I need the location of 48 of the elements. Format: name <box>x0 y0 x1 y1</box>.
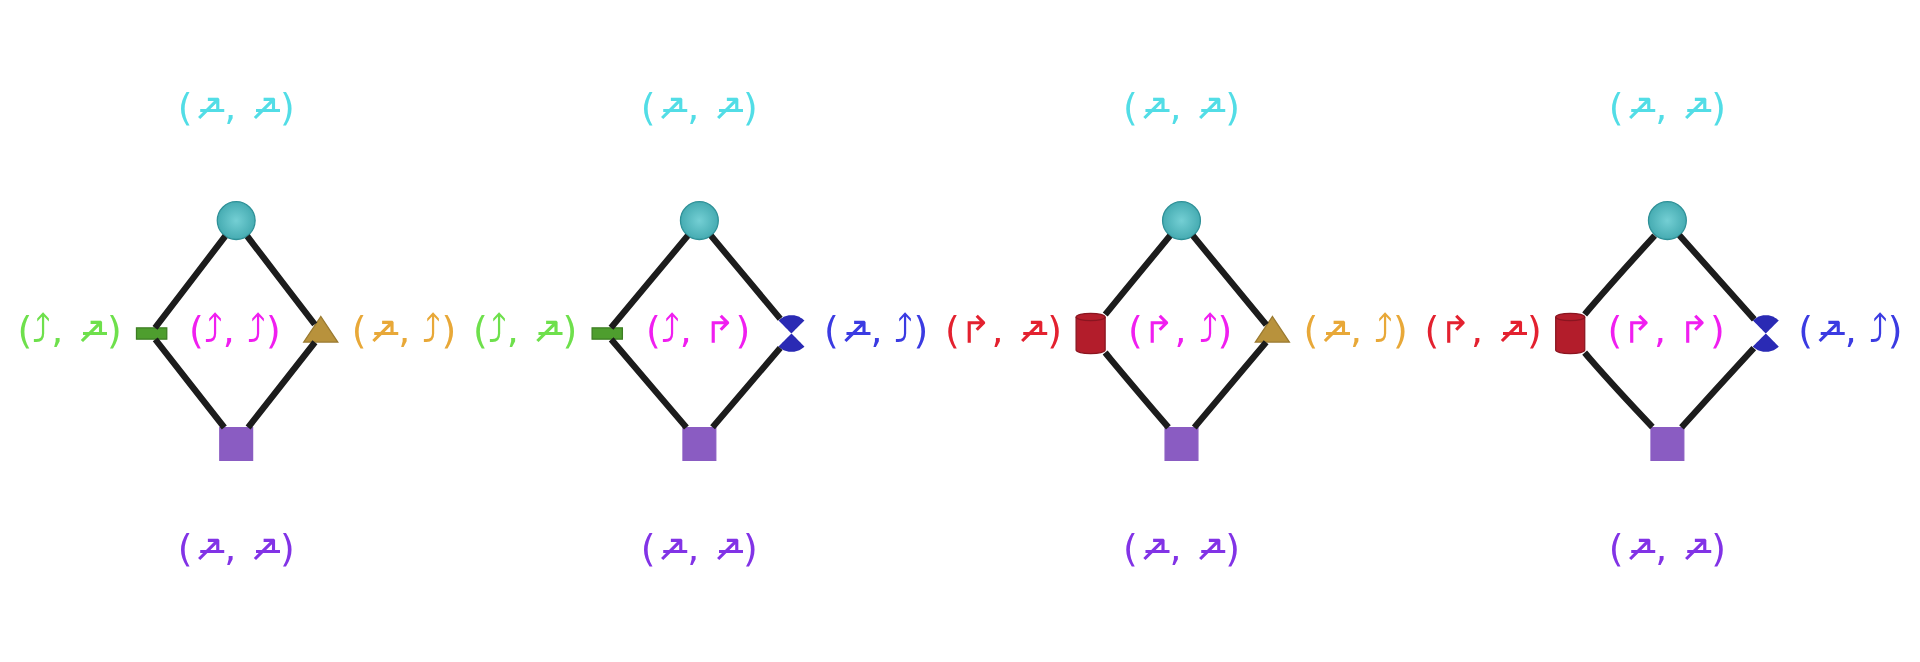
connector <box>708 233 783 321</box>
node-label: (↗̶, ↗̶) <box>640 85 758 130</box>
connector <box>1102 350 1171 430</box>
connector <box>152 234 228 330</box>
connector <box>152 337 227 430</box>
node-label: (↗̶, ↗̶) <box>1608 85 1726 130</box>
node-bar <box>135 327 168 340</box>
label: (⤴, ↱) <box>645 307 751 352</box>
node-box <box>1650 426 1685 461</box>
node-circle <box>1647 201 1687 241</box>
connector <box>1191 340 1269 430</box>
connector <box>1677 233 1757 322</box>
connector <box>608 337 689 430</box>
connector <box>1190 233 1269 327</box>
node-label: (⤴, ↗̶) <box>473 307 578 352</box>
node-triangle <box>1254 315 1291 343</box>
connector <box>608 233 691 330</box>
connector <box>1582 233 1657 317</box>
node-label: (↗̶, ↗̶) <box>1608 525 1726 570</box>
connector <box>1679 345 1757 430</box>
node-bar <box>591 327 623 340</box>
node-circle <box>1161 201 1202 241</box>
node-label: (↗̶, ↗̶) <box>177 85 295 130</box>
node-triangle <box>302 315 339 343</box>
node-label: (⤴, ↗̶) <box>17 307 122 352</box>
node-label: (↗̶, ↗̶) <box>1122 85 1241 130</box>
node-label: (↗̶, ⤴) <box>1798 307 1903 352</box>
connector <box>1102 233 1173 317</box>
connector <box>244 234 318 327</box>
node-label: (↗̶, ⤴) <box>823 307 929 352</box>
node-label: (↗̶, ↗̶) <box>640 525 758 570</box>
node-label: (↱, ↗̶) <box>1424 307 1542 352</box>
label: (⤴, ⤴) <box>189 307 281 352</box>
label: (↱, ↱) <box>1607 307 1725 352</box>
connector <box>245 340 318 430</box>
node-circle <box>679 201 719 241</box>
connector <box>1582 350 1655 430</box>
node-circle <box>216 201 256 241</box>
node-label: (↗̶, ⤴) <box>351 307 457 352</box>
node-box <box>1164 426 1199 461</box>
node-label: (↗̶, ↗̶) <box>1122 525 1241 570</box>
node-label: (↗̶, ⤴) <box>1303 307 1408 352</box>
connector <box>710 345 783 430</box>
node-box <box>682 426 717 461</box>
node-label: (↗̶, ↗̶) <box>177 525 295 570</box>
label: (↱, ⤴) <box>1128 307 1233 352</box>
node-label: (↱, ↗̶) <box>945 307 1063 352</box>
node-box <box>219 426 254 461</box>
